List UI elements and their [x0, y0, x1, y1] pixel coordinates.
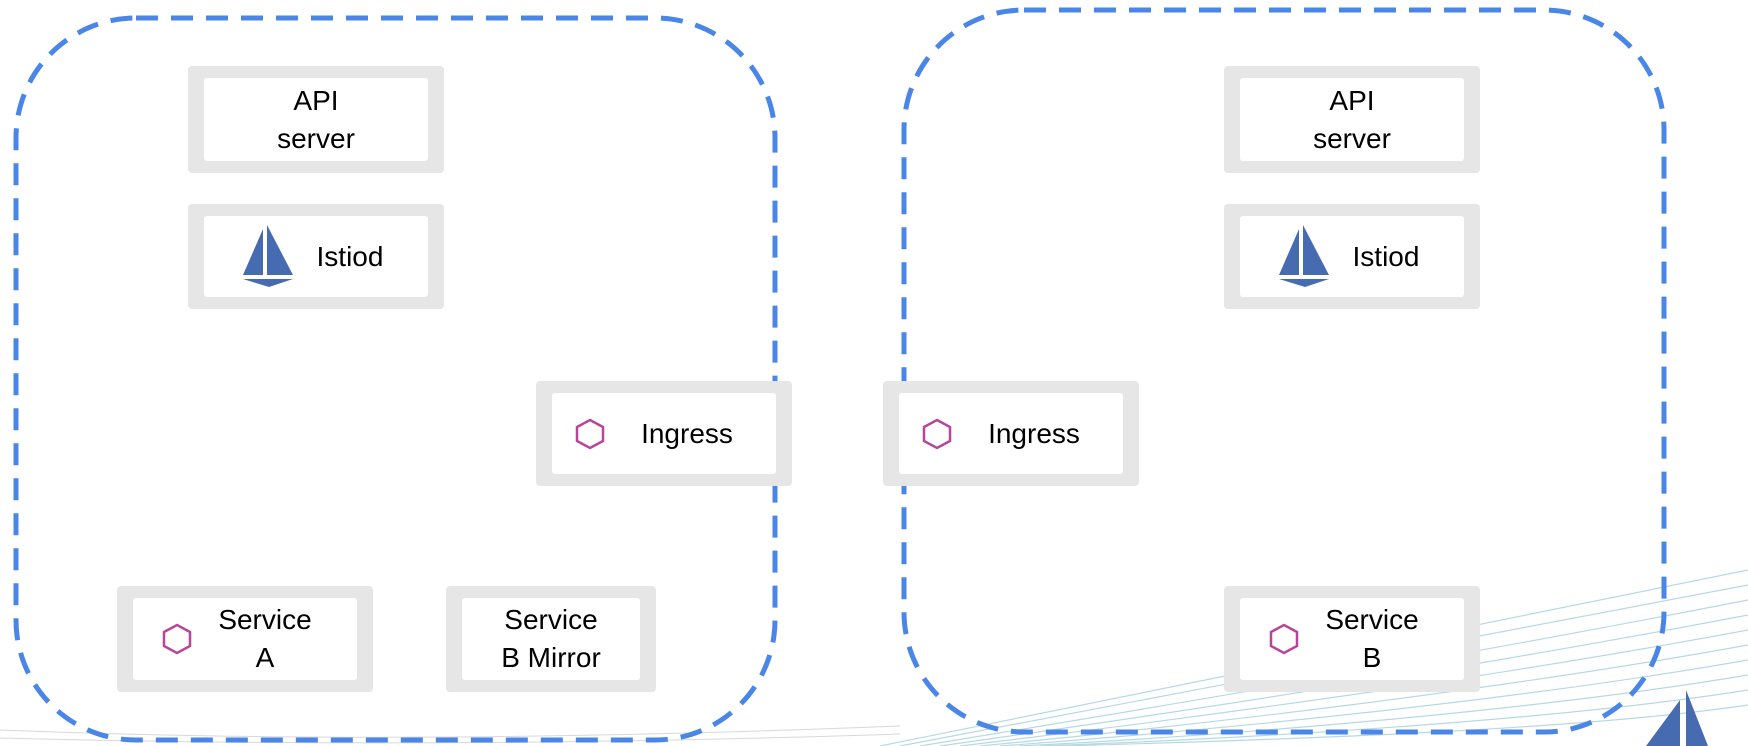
- api-server-label: API server: [1313, 84, 1391, 154]
- istio-sail-icon: [242, 224, 293, 287]
- api-server-node[interactable]: API server: [1224, 66, 1480, 173]
- service-b-label: Service B: [1325, 604, 1419, 673]
- ingress-label: Ingress: [988, 417, 1080, 449]
- service-b-mirror-label: Service B Mirror: [501, 604, 601, 673]
- istiod-node[interactable]: Istiod: [1224, 204, 1480, 309]
- hexagon-icon: [575, 418, 605, 449]
- service-a-label: Service A: [218, 604, 312, 673]
- istiod-label: Istiod: [1352, 240, 1420, 272]
- api-server-node[interactable]: API server: [188, 66, 444, 173]
- cluster-boundary-2: [901, 7, 1667, 735]
- service-b-mirror-node[interactable]: Service B Mirror: [446, 586, 656, 692]
- istiod-label: Istiod: [316, 240, 384, 272]
- service-b-node[interactable]: Service B: [1224, 586, 1480, 692]
- cluster-boundary-1: [13, 15, 778, 743]
- istiod-node[interactable]: Istiod: [188, 204, 444, 309]
- istio-sail-icon: [1278, 224, 1329, 287]
- ingress-node[interactable]: Ingress: [536, 381, 792, 486]
- hexagon-icon: [163, 623, 192, 655]
- api-server-label: API server: [277, 84, 355, 154]
- hexagon-icon: [1270, 623, 1299, 655]
- hexagon-icon: [922, 418, 952, 449]
- ingress-label: Ingress: [641, 417, 733, 449]
- corner-sail-icon: [1646, 700, 1680, 746]
- service-a-node[interactable]: Service A: [117, 586, 373, 692]
- ingress-node[interactable]: Ingress: [883, 381, 1139, 486]
